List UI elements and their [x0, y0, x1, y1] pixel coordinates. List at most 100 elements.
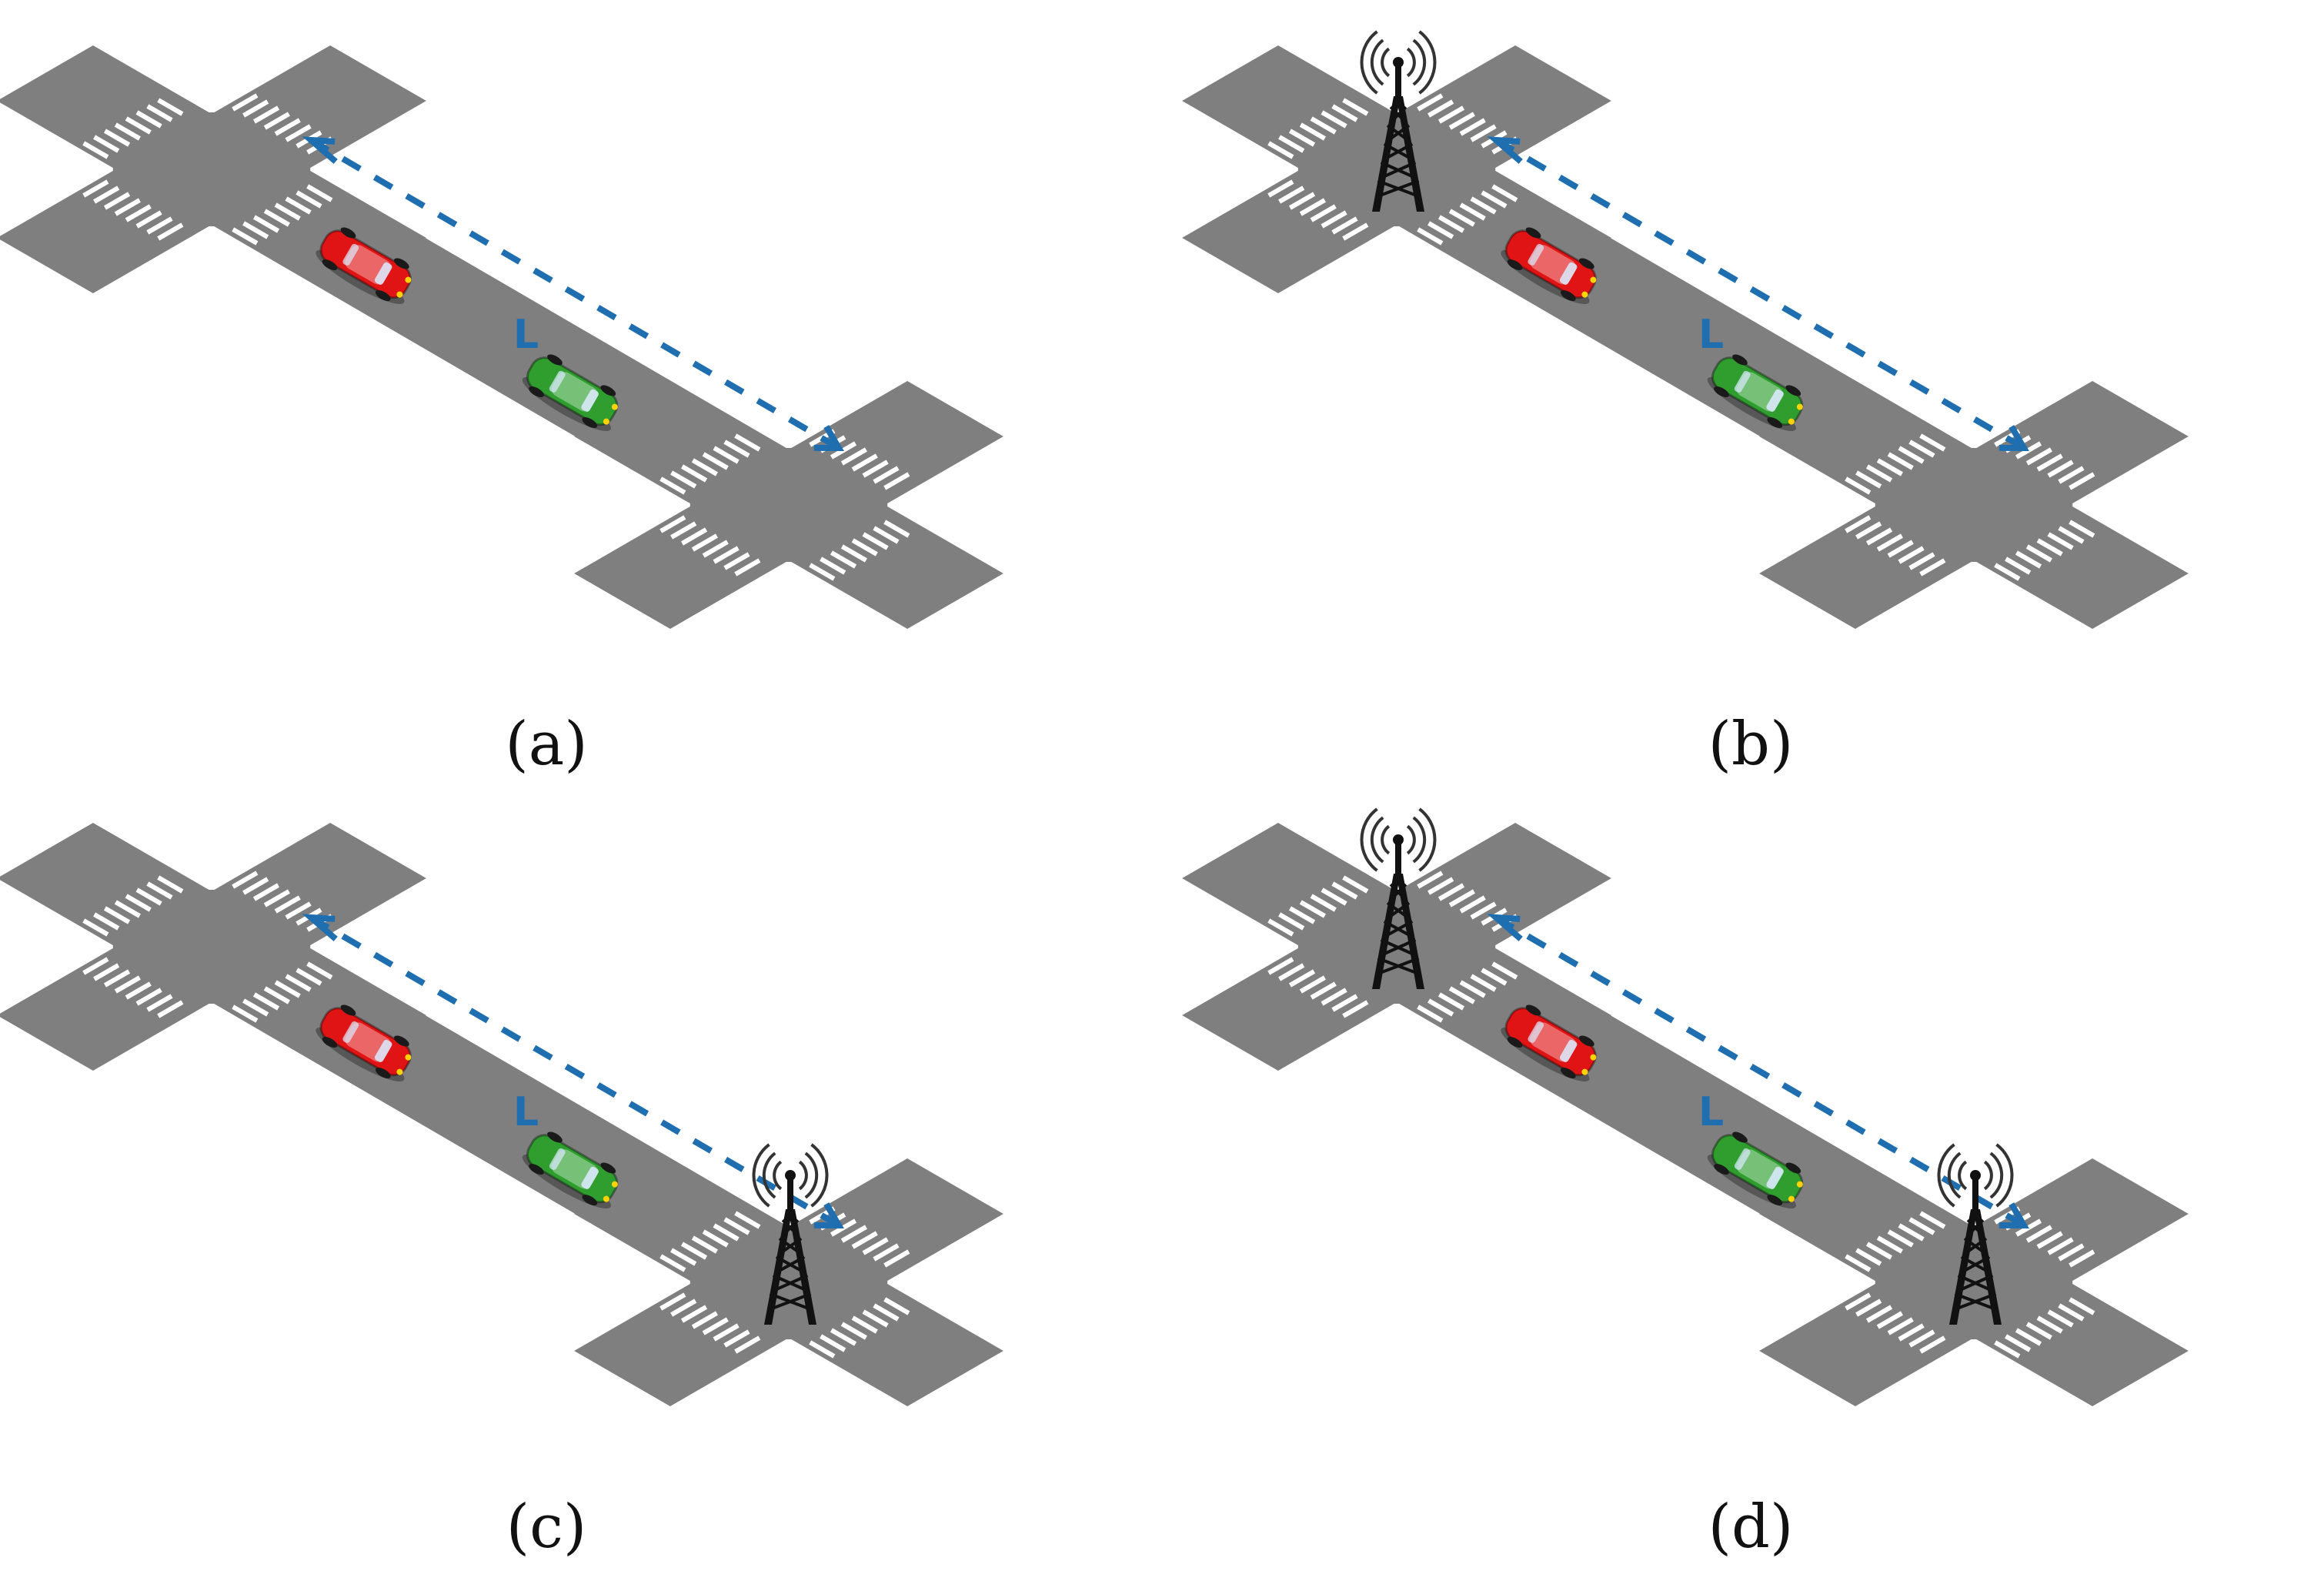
- crosswalk-stripe: [125, 894, 152, 912]
- crosswalk-stripe: [1876, 533, 1903, 552]
- crosswalk-stripe: [263, 986, 290, 1004]
- crosswalk-stripe: [2005, 557, 2032, 575]
- signal-wave-right: [1412, 38, 1427, 86]
- scene-group: L: [1182, 30, 2189, 629]
- crosswalk-stripe: [82, 179, 109, 198]
- intersection-left: [112, 112, 311, 226]
- car-body: [1711, 1134, 1804, 1204]
- crosswalk-stripe: [1919, 433, 1946, 452]
- car-wheel: [1714, 386, 1729, 398]
- crosswalk-stripe: [734, 1211, 761, 1229]
- crosswalk-stripe: [1887, 540, 1914, 558]
- crosswalk-stripe: [82, 141, 109, 159]
- crosswalk-stripe: [2047, 460, 2074, 478]
- length-arrow: [1494, 914, 2026, 1228]
- arrow-head-left: [302, 914, 338, 941]
- car-wheel: [1525, 1004, 1541, 1016]
- crosswalk-stripe: [680, 527, 708, 546]
- car-wheel: [600, 1162, 616, 1174]
- crosswalk-stripe: [659, 1254, 686, 1272]
- car-headlight: [1590, 1054, 1597, 1061]
- scene-c: L: [0, 823, 1003, 1406]
- crosswalk-stripe: [1278, 135, 1305, 153]
- crosswalk-stripe: [2036, 1231, 2063, 1249]
- tower-brace: [1954, 1292, 1997, 1311]
- tower-legs: [1372, 96, 1424, 212]
- crosswalk-stripe: [232, 93, 259, 112]
- green-car: [522, 1131, 619, 1209]
- crosswalk-stripe: [1898, 546, 1925, 564]
- crosswalk-stripe: [1491, 961, 1518, 980]
- crosswalk-stripe: [1299, 198, 1326, 216]
- crosswalk-stripe: [1331, 994, 1358, 1012]
- signal-wave-left: [1958, 1160, 1968, 1191]
- crosswalk-stripe: [114, 900, 141, 918]
- car-wheel: [1732, 1131, 1748, 1143]
- car-body: [1504, 1007, 1597, 1077]
- crosswalk-stripe: [1855, 521, 1882, 540]
- crosswalk-stripe: [242, 877, 269, 895]
- crosswalk-stripe: [713, 546, 740, 564]
- car-wheel: [582, 1195, 598, 1206]
- crosswalk-stripe: [1288, 129, 1316, 147]
- crosswalk-stripe: [285, 901, 312, 920]
- caption-b: (b): [1708, 710, 1794, 779]
- tower-legs: [764, 1209, 816, 1325]
- crosswalk-stripe: [1908, 440, 1935, 458]
- car-headlight: [1590, 276, 1597, 283]
- crosswalk-left-1: [1267, 98, 1369, 159]
- tower-brace: [1966, 1218, 1985, 1237]
- crosswalk-stripe: [2069, 520, 2095, 538]
- crosswalk-stripe: [2025, 1322, 2052, 1340]
- crosswalk-stripe: [873, 1303, 900, 1322]
- car-windshield: [1559, 262, 1578, 285]
- crosswalk-stripe: [263, 209, 290, 227]
- crosswalk-stripe: [252, 105, 280, 124]
- crosswalk-stripe: [82, 918, 109, 937]
- tower-brace: [1383, 142, 1414, 161]
- car-rear-window: [342, 1021, 359, 1043]
- crosswalk-stripe: [670, 521, 697, 540]
- tower-brace: [1377, 179, 1420, 198]
- car-wheel: [1507, 1037, 1523, 1048]
- crosswalk-left-0: [232, 184, 333, 246]
- car-wheel: [1578, 258, 1594, 269]
- signal-wave-left: [762, 1152, 776, 1199]
- signal-wave-right: [1418, 807, 1437, 872]
- tower-brace: [1389, 883, 1407, 901]
- crosswalk-stripe: [1299, 975, 1326, 994]
- signal-wave-right: [804, 1152, 819, 1199]
- crosswalk-stripe: [1448, 209, 1475, 227]
- crosswalk-stripe: [1278, 963, 1305, 981]
- crosswalk-stripe: [1459, 202, 1486, 221]
- crosswalk-stripe: [2047, 1237, 2074, 1255]
- car-wheel: [1767, 1195, 1783, 1206]
- tower-brace: [1380, 938, 1417, 957]
- crosswalk-stripe: [306, 184, 333, 202]
- crosswalk-stripe: [659, 515, 686, 533]
- tower-brace: [1963, 1237, 1988, 1255]
- crosswalk-stripe: [713, 1323, 740, 1342]
- tower-tip: [1393, 834, 1404, 845]
- crosswalk-stripe: [1845, 1292, 1872, 1311]
- crosswalk-stripe: [2069, 1297, 2095, 1315]
- intersection-left: [112, 890, 311, 1004]
- signal-wave-left: [1360, 807, 1378, 872]
- tower-brace: [772, 1274, 809, 1292]
- car-body: [319, 229, 412, 299]
- crosswalk-stripe: [103, 969, 131, 988]
- crosswalk-stripe: [1267, 141, 1294, 159]
- crosswalk-stripe: [274, 895, 301, 914]
- arrow-head-left: [302, 136, 338, 164]
- crosswalk-stripe: [285, 124, 312, 142]
- tower-brace: [781, 1218, 800, 1237]
- crosswalk-stripe: [157, 875, 184, 894]
- signal-wave-right: [1406, 47, 1416, 78]
- crosswalk-stripe: [242, 998, 269, 1017]
- panel-a: L: [0, 31, 1185, 739]
- car-wheel: [582, 417, 598, 429]
- crosswalk-stripe: [1427, 877, 1454, 895]
- crosswalk-left-1: [82, 875, 184, 937]
- car-wheel: [600, 385, 616, 396]
- crosswalk-stripe: [1310, 981, 1337, 1000]
